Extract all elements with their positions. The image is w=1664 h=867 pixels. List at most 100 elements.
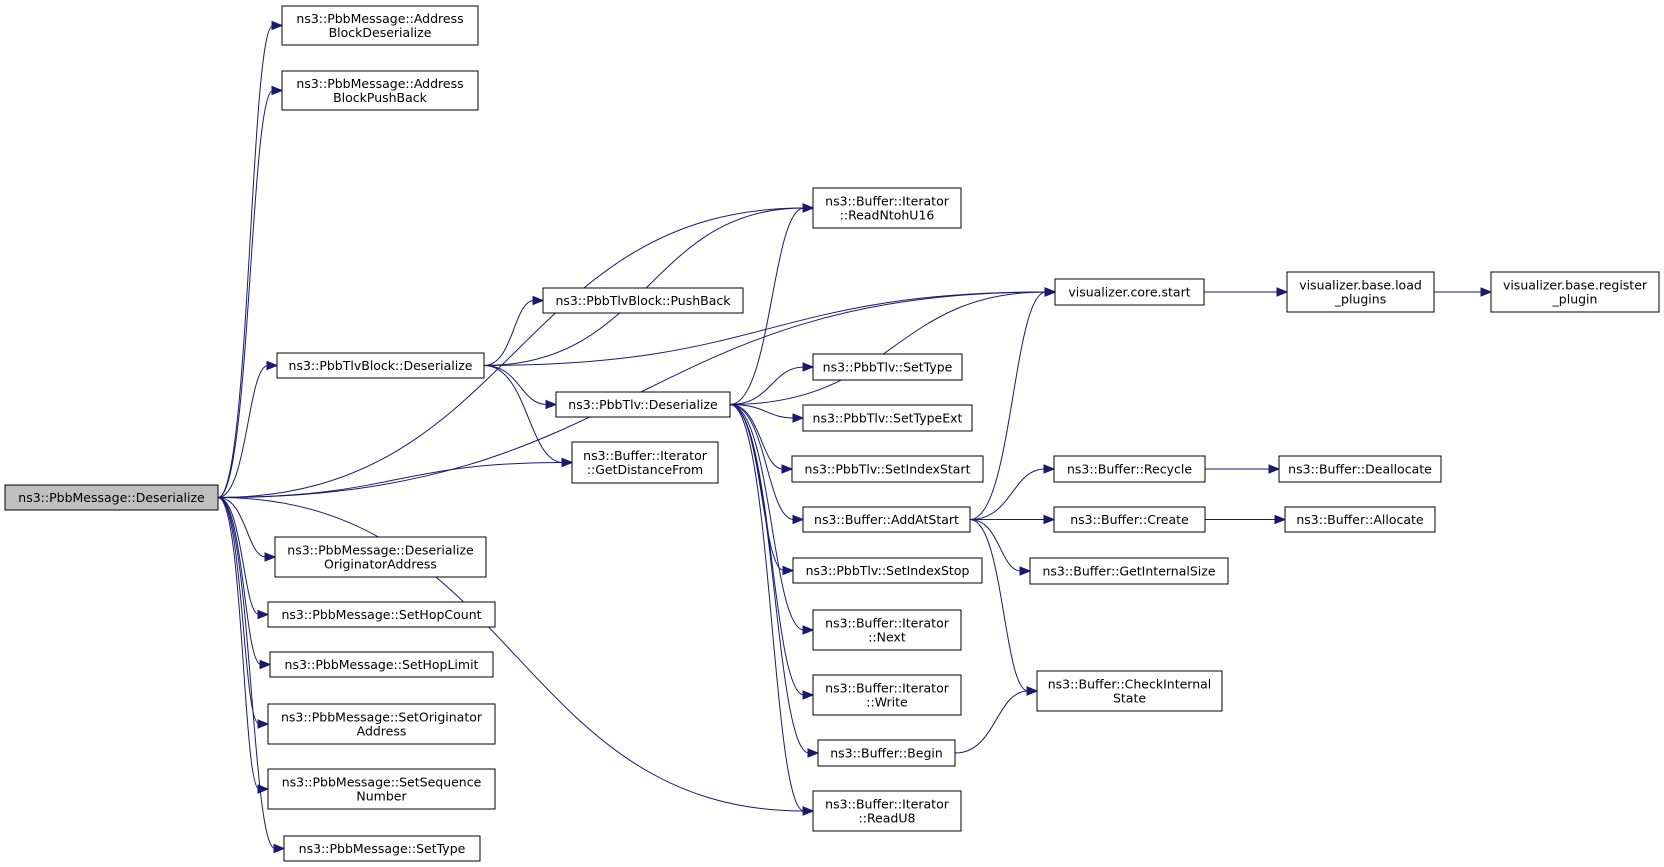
arrowhead-beg-to-cis [1026,686,1039,696]
node-box [1029,557,1229,585]
arrowhead-root-to-shl [259,659,272,670]
node-label-line: BlockDeserialize [329,25,432,40]
node-sist[interactable]: ns3::PbbTlv::SetIndexStop [792,557,983,584]
node-label-line: ns3::PbbMessage::SetType [299,841,466,856]
node-all[interactable]: ns3::Buffer::Allocate [1284,506,1436,533]
edge-tlvd-to-nxt [729,404,805,631]
node-box [1284,506,1436,533]
node-label-line: ns3::PbbTlv::SetType [823,360,953,375]
edge-aas-to-cis [969,519,1029,692]
node-ru8[interactable]: ns3::Buffer::Iterator::ReadU8 [812,790,962,832]
node-box [555,391,731,418]
edge-tbd-to-tbpb [483,300,535,366]
node-label-line: ::Next [868,630,906,645]
node-shc[interactable]: ns3::PbbMessage::SetHopCount [267,601,496,628]
edge-root-to-tbd [217,365,269,498]
node-gis[interactable]: ns3::Buffer::GetInternalSize [1029,557,1229,585]
node-label-line: ns3::PbbTlv::Deserialize [568,397,718,412]
edge-root-to-abd [217,25,274,498]
node-box [792,557,983,584]
arrowhead-tlvd-to-ru8 [802,806,815,816]
edge-tbd-to-vcs [483,291,1047,366]
node-sty[interactable]: ns3::PbbMessage::SetType [283,835,481,862]
edge-root-to-sty [217,497,276,849]
arrowhead-tbd-to-tlvd [545,399,558,410]
node-box [802,404,973,432]
node-gdf[interactable]: ns3::Buffer::Iterator::GetDistanceFrom [571,441,719,484]
node-aas[interactable]: ns3::Buffer::AddAtStart [802,506,971,533]
node-tlvd[interactable]: ns3::PbbTlv::Deserialize [555,391,731,418]
arrowhead-vbl-to-vbr [1480,287,1493,297]
node-label-line: ns3::PbbMessage::Address [296,76,463,91]
edge-root-to-gdf [217,462,564,498]
node-label-line: ns3::PbbTlvBlock::PushBack [556,293,732,308]
node-cre[interactable]: ns3::Buffer::Create [1053,506,1206,533]
edge-root-to-ru8 [217,497,805,812]
node-label-line: visualizer.core.start [1068,285,1190,300]
node-label-line: ns3::PbbMessage::Deserialize [287,543,474,558]
node-rn16[interactable]: ns3::Buffer::Iterator::ReadNtohU16 [812,187,962,229]
node-nxt[interactable]: ns3::Buffer::Iterator::Next [812,609,962,651]
node-label-line: visualizer.base.register [1503,278,1648,293]
node-label-line: ns3::Buffer::Iterator [825,616,950,631]
node-label-line: ns3::PbbMessage::Deserialize [18,490,205,505]
arrowhead-tlvd-to-nxt [802,625,815,635]
node-sis[interactable]: ns3::PbbTlv::SetIndexStart [791,455,984,483]
node-beg[interactable]: ns3::Buffer::Begin [817,739,956,767]
node-tbd[interactable]: ns3::PbbTlvBlock::Deserialize [276,352,485,379]
node-label-line: ns3::PbbMessage::SetHopLimit [285,657,479,672]
node-box [812,674,962,716]
node-wri[interactable]: ns3::Buffer::Iterator::Write [812,674,962,716]
node-label-line: ::ReadU8 [859,811,916,826]
node-label-line: ns3::Buffer::Iterator [583,448,708,463]
node-tbpb[interactable]: ns3::PbbTlvBlock::PushBack [542,287,744,314]
node-label-line: ns3::PbbTlv::SetIndexStart [805,462,971,477]
node-vbr[interactable]: visualizer.base.register_plugin [1490,271,1660,313]
arrowhead-tlvd-to-sis [781,464,794,474]
node-doa[interactable]: ns3::PbbMessage::DeserializeOriginatorAd… [274,536,487,578]
edge-tlvd-to-ste [729,404,795,419]
node-label-line: ::GetDistanceFrom [587,462,703,477]
node-label-line: ns3::Buffer::CheckInternal [1048,677,1212,692]
node-label-line: ns3::Buffer::Deallocate [1288,462,1432,477]
node-label-line: OriginatorAddress [324,557,437,572]
edge-beg-to-cis [954,690,1029,754]
node-label-line: ns3::PbbMessage::SetSequence [282,775,482,790]
edge-root-to-ssn [217,497,260,790]
node-box [281,5,479,46]
node-box [812,353,963,381]
node-vbl[interactable]: visualizer.base.load_plugins [1286,271,1435,313]
node-box [1490,271,1660,313]
node-st[interactable]: ns3::PbbTlv::SetType [812,353,963,381]
node-box [571,441,719,484]
arrowhead-tlvd-to-sist [782,565,795,576]
node-box [812,609,962,651]
node-box [283,835,481,862]
node-box [269,651,494,678]
arrowhead-root-to-abp [271,85,284,96]
arrowhead-aas-to-vcs [1044,287,1057,297]
node-box [1278,455,1442,483]
node-label-line: ns3::Buffer::Recycle [1067,462,1192,477]
node-shl[interactable]: ns3::PbbMessage::SetHopLimit [269,651,494,678]
node-root[interactable]: ns3::PbbMessage::Deserialize [4,484,219,511]
node-rec[interactable]: ns3::Buffer::Recycle [1053,455,1206,483]
node-box [267,703,496,745]
node-box [812,187,962,229]
node-label-line: ns3::PbbMessage::Address [296,11,463,26]
node-label-line: ns3::PbbTlv::SetIndexStop [806,563,970,578]
edge-aas-to-gis [969,519,1022,572]
node-ste[interactable]: ns3::PbbTlv::SetTypeExt [802,404,973,432]
node-label-line: ns3::Buffer::Begin [830,746,943,761]
function-nodes: ns3::PbbMessage::Deserializens3::PbbMess… [4,5,1660,862]
node-box [4,484,219,511]
node-label-line: ns3::Buffer::Create [1070,512,1189,527]
node-dea[interactable]: ns3::Buffer::Deallocate [1278,455,1442,483]
node-vcs[interactable]: visualizer.core.start [1054,278,1205,306]
